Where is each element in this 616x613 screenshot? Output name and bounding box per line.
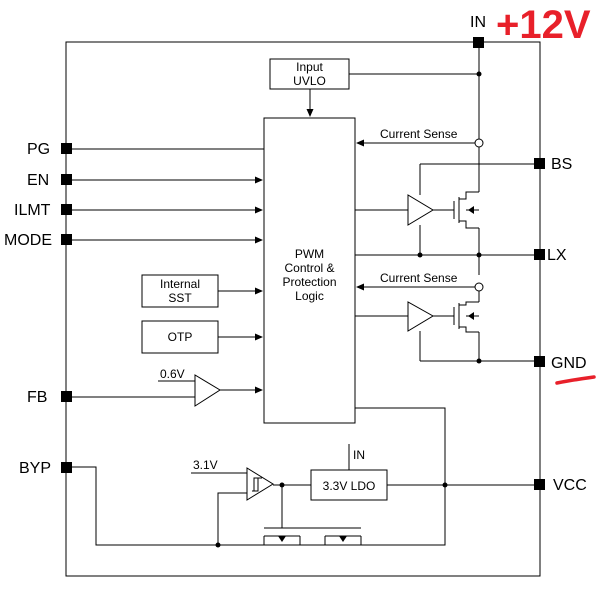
hs-mosfet [453, 191, 479, 229]
byp-switch-1 [263, 527, 301, 545]
pin-label-en: EN [27, 172, 49, 189]
hysteresis-symbol [252, 477, 262, 492]
ls-driver [407, 301, 434, 332]
gnd-underline [555, 375, 596, 385]
pin-label-fb: FB [27, 389, 47, 406]
pin-in-pad [473, 37, 484, 48]
pwm-line4: Logic [295, 289, 324, 303]
pwm-line1: PWM [295, 247, 324, 261]
pin-bs-pad [534, 158, 545, 169]
uvlo-line1: Input [296, 60, 323, 74]
ldo-label: 3.3V LDO [323, 479, 376, 493]
byp-cmp-fb-wire [217, 492, 247, 545]
uvlo-line2: UVLO [293, 74, 326, 88]
fb-comparator [194, 374, 221, 407]
pin-label-bs: BS [551, 156, 572, 173]
otp-label: OTP [168, 330, 193, 344]
pwm-line3: Protection [282, 275, 336, 289]
supply-annotation: +12V [496, 3, 591, 47]
internal-sst-block [141, 274, 219, 308]
pin-mode-pad [61, 234, 72, 245]
pin-lx-pad [534, 249, 545, 260]
uvlo-block [269, 58, 350, 90]
ref-fb-label: 0.6V [160, 367, 185, 381]
sst-line2: SST [168, 291, 192, 305]
pin-label-pg: PG [27, 141, 50, 158]
byp-comparator [246, 467, 274, 501]
cs-high-label: Current Sense [380, 127, 458, 141]
pin-label-in: IN [470, 14, 486, 31]
pwm-control-block [263, 117, 356, 424]
ldo-in-label: IN [353, 448, 365, 462]
pwm-line2: Control & [284, 261, 334, 275]
pin-label-ilmt: ILMT [14, 202, 51, 219]
pin-pg-pad [61, 143, 72, 154]
ls-mosfet [453, 301, 479, 333]
pin-gnd-pad [534, 356, 545, 367]
cs-high-node [474, 138, 484, 148]
pin-fb-pad [61, 391, 72, 402]
lx-junction-right [476, 252, 482, 258]
pin-ilmt-pad [61, 204, 72, 215]
pin-label-byp: BYP [19, 460, 51, 477]
pin-label-gnd: GND [551, 355, 587, 372]
hs-driver [407, 194, 434, 226]
otp-block [141, 320, 219, 354]
pwm-vcc-wire [355, 407, 446, 485]
pin-label-mode: MODE [4, 232, 52, 249]
ref-byp-label: 3.1V [193, 458, 218, 472]
pin-label-lx: LX [547, 247, 567, 264]
sst-line1: Internal [160, 277, 200, 291]
byp-switch-2 [324, 527, 362, 545]
pin-en-pad [61, 174, 72, 185]
pin-vcc-pad [534, 479, 545, 490]
pin-byp-pad [61, 462, 72, 473]
byp-wire [72, 466, 446, 546]
cs-low-label: Current Sense [380, 271, 458, 285]
pin-label-vcc: VCC [553, 477, 587, 494]
cs-low-node [474, 282, 484, 292]
